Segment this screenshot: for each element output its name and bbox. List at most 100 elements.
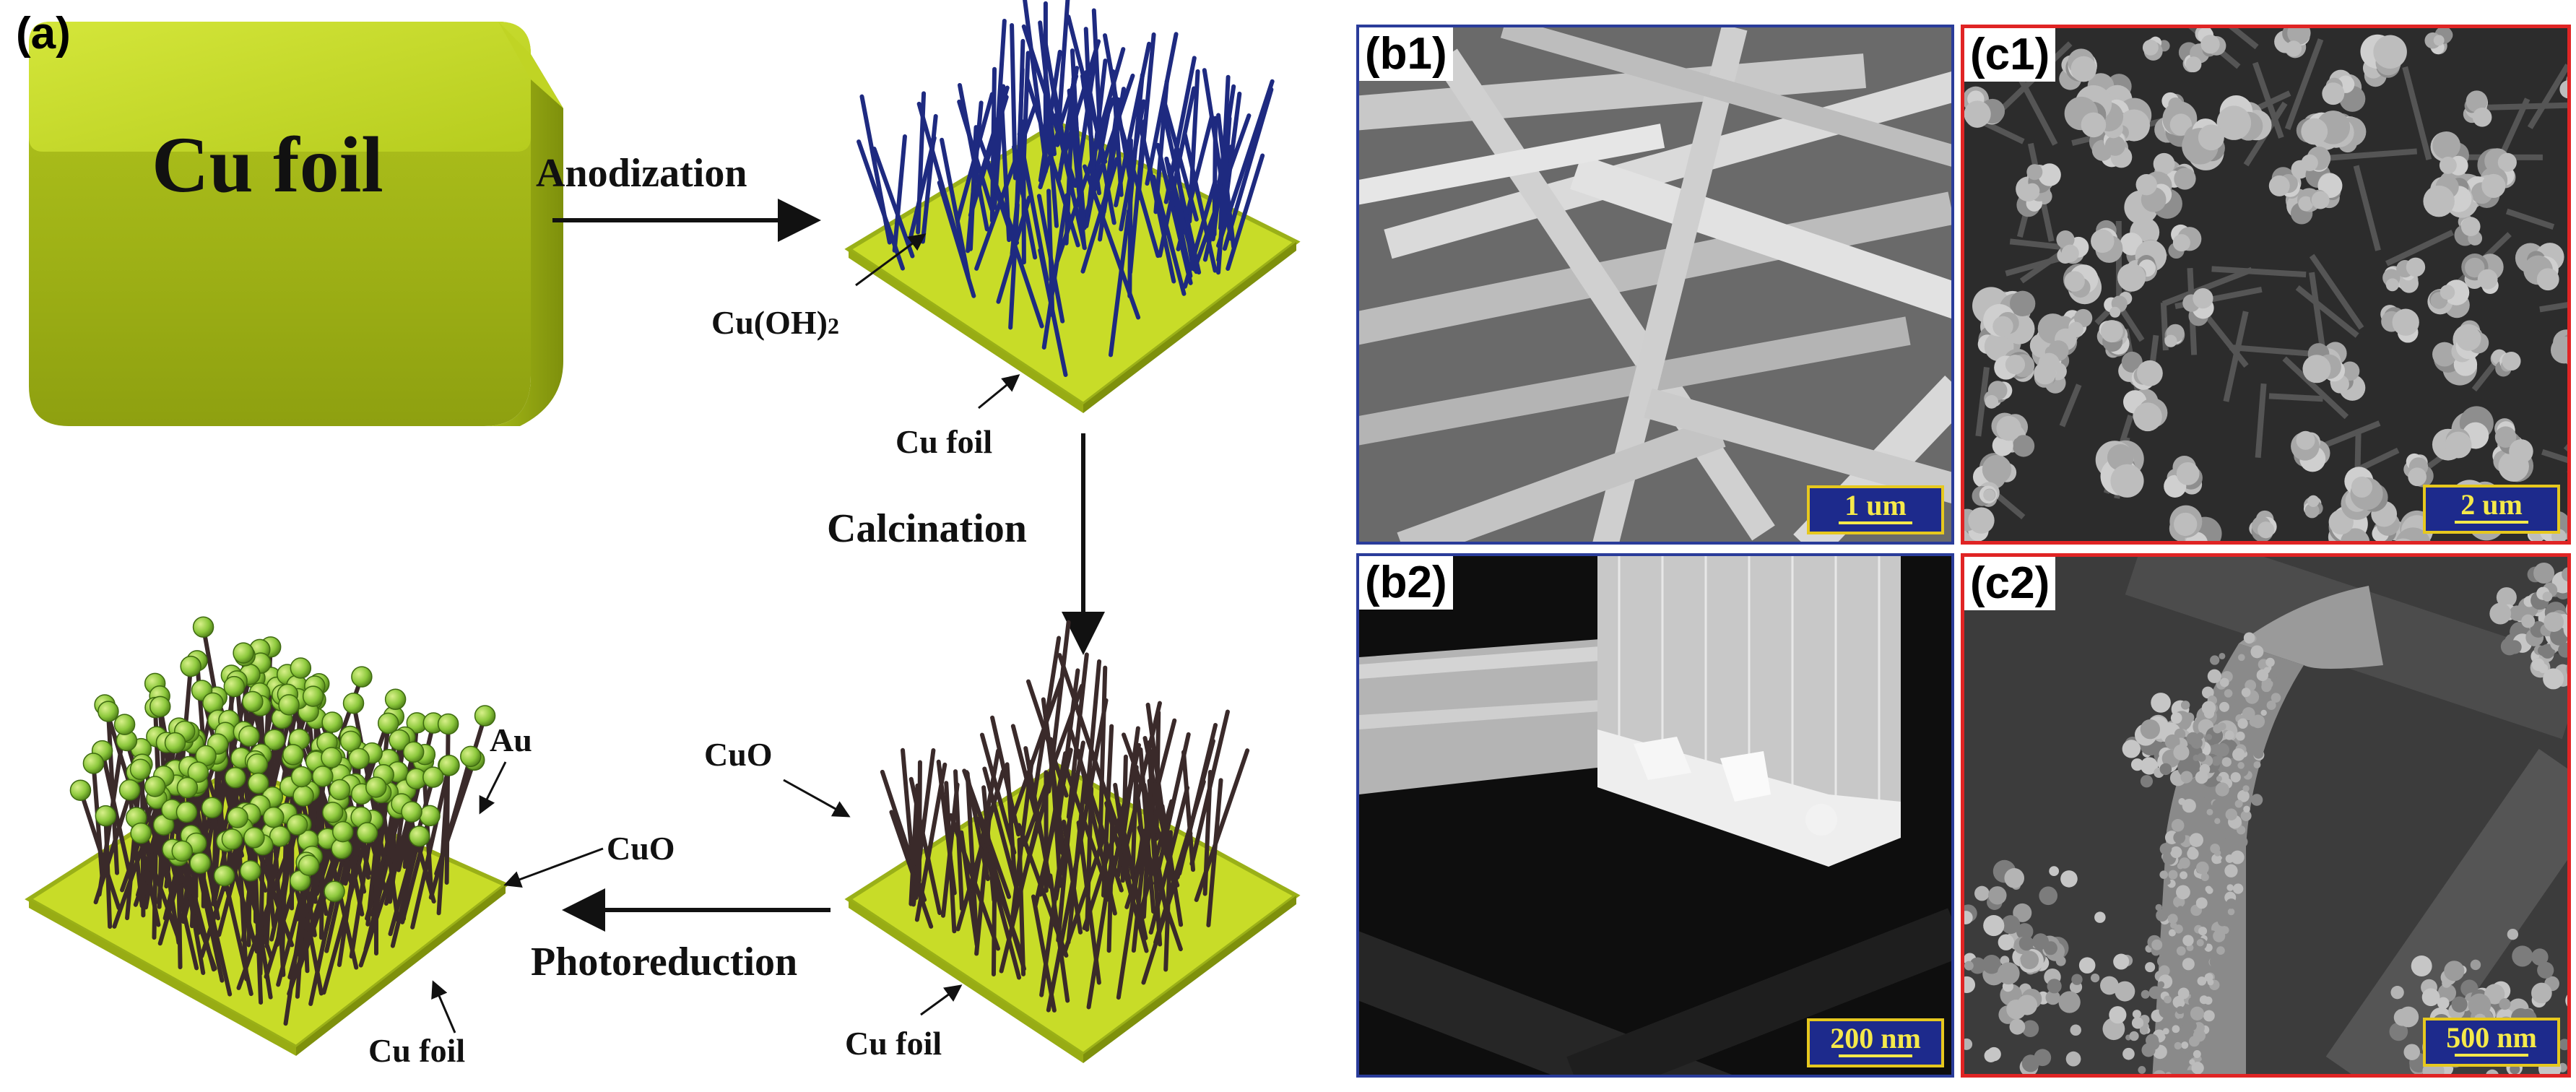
nanowire: [1036, 194, 1065, 324]
nanowire: [308, 889, 337, 1006]
surface-grain: [2261, 681, 2272, 693]
au-cluster: [2118, 351, 2163, 390]
nanowire: [1031, 894, 1057, 1013]
nanowire: [1127, 138, 1133, 299]
nanowire: [139, 831, 181, 942]
surface-grain: [2219, 677, 2229, 688]
surface-grain: [2214, 818, 2221, 825]
au-cluster: [2123, 389, 2168, 432]
surface-grain: [2196, 939, 2204, 947]
surface-grain: [2187, 847, 2199, 860]
surface-grain: [2197, 976, 2207, 986]
surface-grain: [2132, 1010, 2141, 1019]
au-particle: [176, 776, 199, 799]
au-particle: [365, 776, 387, 798]
nanowire: [1104, 801, 1149, 953]
surface-grain: [2168, 929, 2176, 937]
surface-grain: [2180, 771, 2193, 784]
stem: [2059, 384, 2082, 428]
surface-grain: [2155, 904, 2163, 911]
surface-grain: [2197, 753, 2206, 762]
surface-grain: [2266, 700, 2276, 711]
surface-grain: [2189, 833, 2204, 847]
surface-grain: [2201, 686, 2214, 699]
au-cluster: [2310, 173, 2343, 209]
au-cluster: [1984, 381, 2013, 409]
au-cluster: [1994, 348, 2035, 382]
cuoh2-nanowires: [857, 0, 1275, 377]
au-particle: [225, 767, 246, 789]
scalebar-b1-bar: [1839, 521, 1912, 524]
nanowire: [428, 754, 473, 900]
surface-grain: [2235, 731, 2245, 741]
nanowire: [992, 19, 1007, 184]
au-cluster: [2464, 166, 2508, 209]
nanowire: [410, 763, 451, 930]
panel-label-b2: (b2): [1359, 556, 1453, 610]
nanowire: [892, 134, 907, 253]
stem: [2567, 469, 2571, 485]
au-particle: [149, 696, 171, 718]
surface-grain: [2182, 935, 2194, 946]
au-particle: [401, 801, 422, 823]
surface-grain: [2234, 800, 2243, 808]
nanowire: [1226, 153, 1265, 272]
pointer-au: [479, 761, 507, 815]
stem: [2161, 266, 2253, 307]
nanowire: [1108, 209, 1132, 358]
au-cluster: [1983, 290, 2036, 344]
step-anodization: Anodization: [536, 151, 747, 196]
surface-grain: [2145, 962, 2156, 973]
surface-grain: [2170, 846, 2182, 859]
scalebar-c1: 2 um: [2423, 485, 2560, 534]
surface-grain: [2263, 667, 2271, 674]
au-particle: [342, 692, 365, 714]
surface-grain: [2156, 909, 2169, 922]
surface-grain: [2213, 930, 2226, 942]
nanowire: [1106, 816, 1115, 953]
au-particle: [324, 880, 345, 903]
nanowire: [1039, 862, 1062, 997]
stem: [2019, 248, 2066, 284]
au-cluster-large: [1964, 859, 2135, 1074]
au-cluster: [2380, 305, 2419, 343]
nanowire: [198, 861, 233, 997]
surface-grain: [2242, 785, 2250, 792]
label-cu-foil-top: Cu foil: [895, 423, 993, 460]
label-cuoh2: Cu(OH)2: [711, 303, 839, 342]
au-particle: [82, 753, 105, 774]
au-cluster: [2091, 220, 2123, 263]
panel-label-c1: (c1): [1964, 28, 2056, 82]
surface-grain: [2159, 1004, 2173, 1018]
surface-grain: [2230, 772, 2241, 783]
surface-grain: [2240, 810, 2252, 821]
surface-grain: [2172, 995, 2185, 1009]
nanowire: [1116, 828, 1146, 1000]
au-particle: [221, 828, 243, 850]
au-particle: [329, 779, 351, 801]
surface-grain: [2237, 718, 2248, 729]
au-cluster: [2303, 495, 2323, 519]
surface-grain: [2250, 794, 2263, 806]
surface-grain: [2225, 854, 2234, 863]
panel-label-c2: (c2): [1964, 557, 2056, 610]
label-cuoh2-text: Cu(OH): [711, 304, 828, 341]
au-particle: [97, 701, 119, 722]
surface-grain: [2162, 1028, 2169, 1035]
au-cluster: [2195, 28, 2226, 57]
au-cluster: [2095, 440, 2144, 498]
nanowire: [1038, 248, 1068, 377]
surface-grain: [2237, 654, 2245, 662]
au-cluster: [2430, 131, 2469, 176]
au-particle: [118, 779, 141, 801]
au-particle: [419, 805, 441, 827]
au-cluster: [2463, 90, 2492, 127]
surface-grain: [2243, 805, 2250, 813]
surface-grain: [2182, 971, 2193, 983]
au-cluster: [2427, 280, 2470, 318]
synthesis-scheme: [25, 0, 1301, 1063]
surface-grain: [2213, 855, 2223, 864]
au-cluster: [2124, 171, 2182, 225]
nanowire: [955, 769, 1005, 932]
surface-grain: [2219, 701, 2229, 712]
